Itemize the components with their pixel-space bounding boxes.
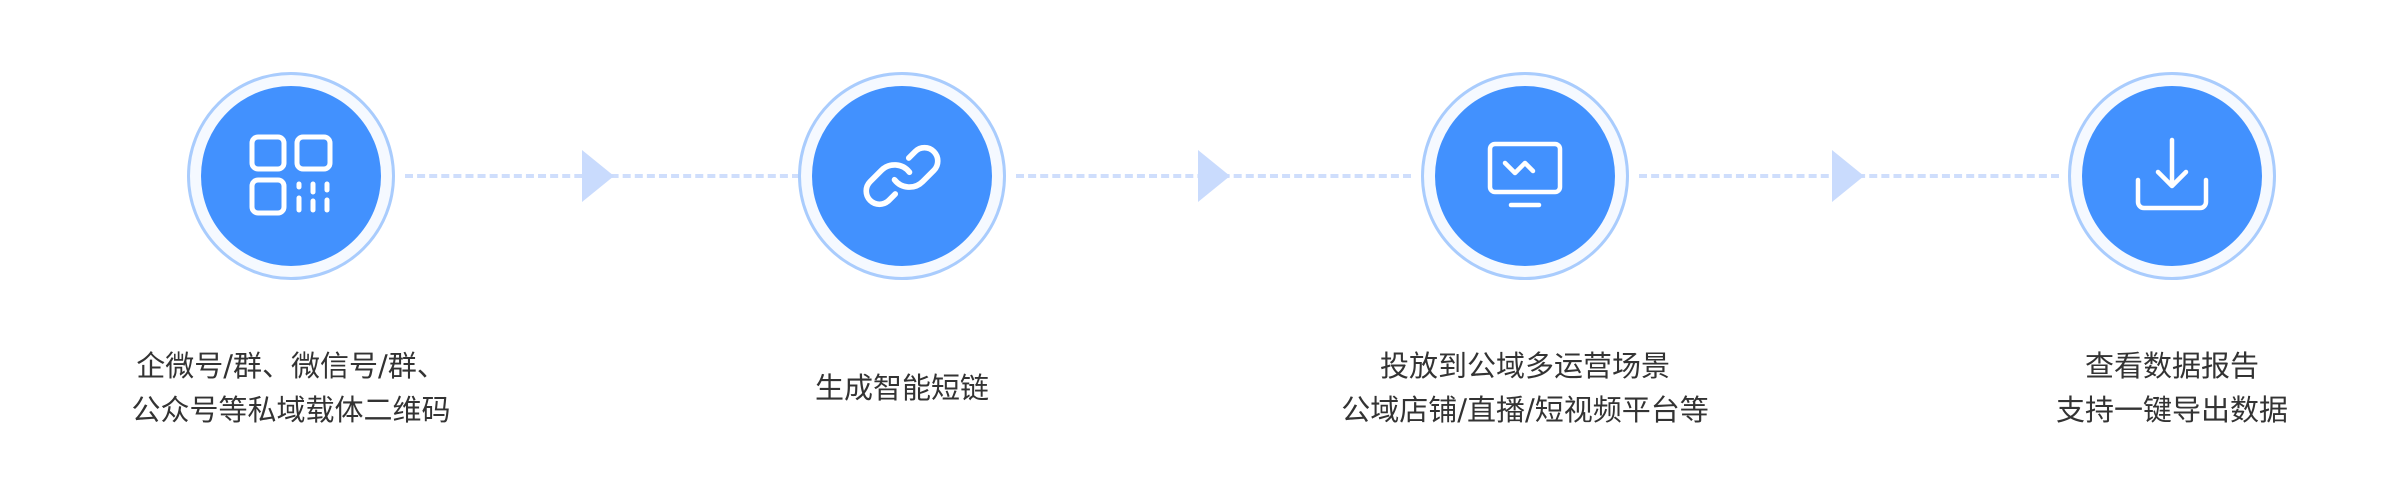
label-line: 查看数据报告 — [2084, 349, 2259, 383]
label-line: 生成智能短链 — [814, 371, 989, 405]
arrow-icon — [1832, 150, 1864, 202]
label-line: 投放到公域多运营场景 — [1379, 349, 1670, 383]
link-icon — [863, 145, 941, 207]
step-2-short-link — [798, 72, 1006, 280]
download-icon — [2135, 137, 2209, 211]
step-1-label: 企微号/群、微信号/群、 公众号等私域载体二维码 — [0, 344, 591, 432]
label-line: 公域店铺/直播/短视频平台等 — [1341, 393, 1709, 427]
step-3-distribute — [1421, 72, 1629, 280]
step-4-label: 查看数据报告 支持一键导出数据 — [1872, 344, 2400, 432]
label-line: 企微号/群、微信号/群、 — [136, 349, 446, 383]
label-line: 支持一键导出数据 — [2055, 393, 2288, 427]
arrow-icon — [582, 150, 614, 202]
label-line: 公众号等私域载体二维码 — [131, 393, 451, 427]
step-2-label: 生成智能短链 — [602, 366, 1202, 410]
step-3-label: 投放到公域多运营场景 公域店铺/直播/短视频平台等 — [1225, 344, 1825, 432]
monitor-icon — [1487, 141, 1563, 208]
arrow-icon — [1198, 150, 1230, 202]
step-4-report — [2068, 72, 2276, 280]
step-1-qr-code — [187, 72, 395, 280]
qr-code-icon — [249, 134, 333, 216]
